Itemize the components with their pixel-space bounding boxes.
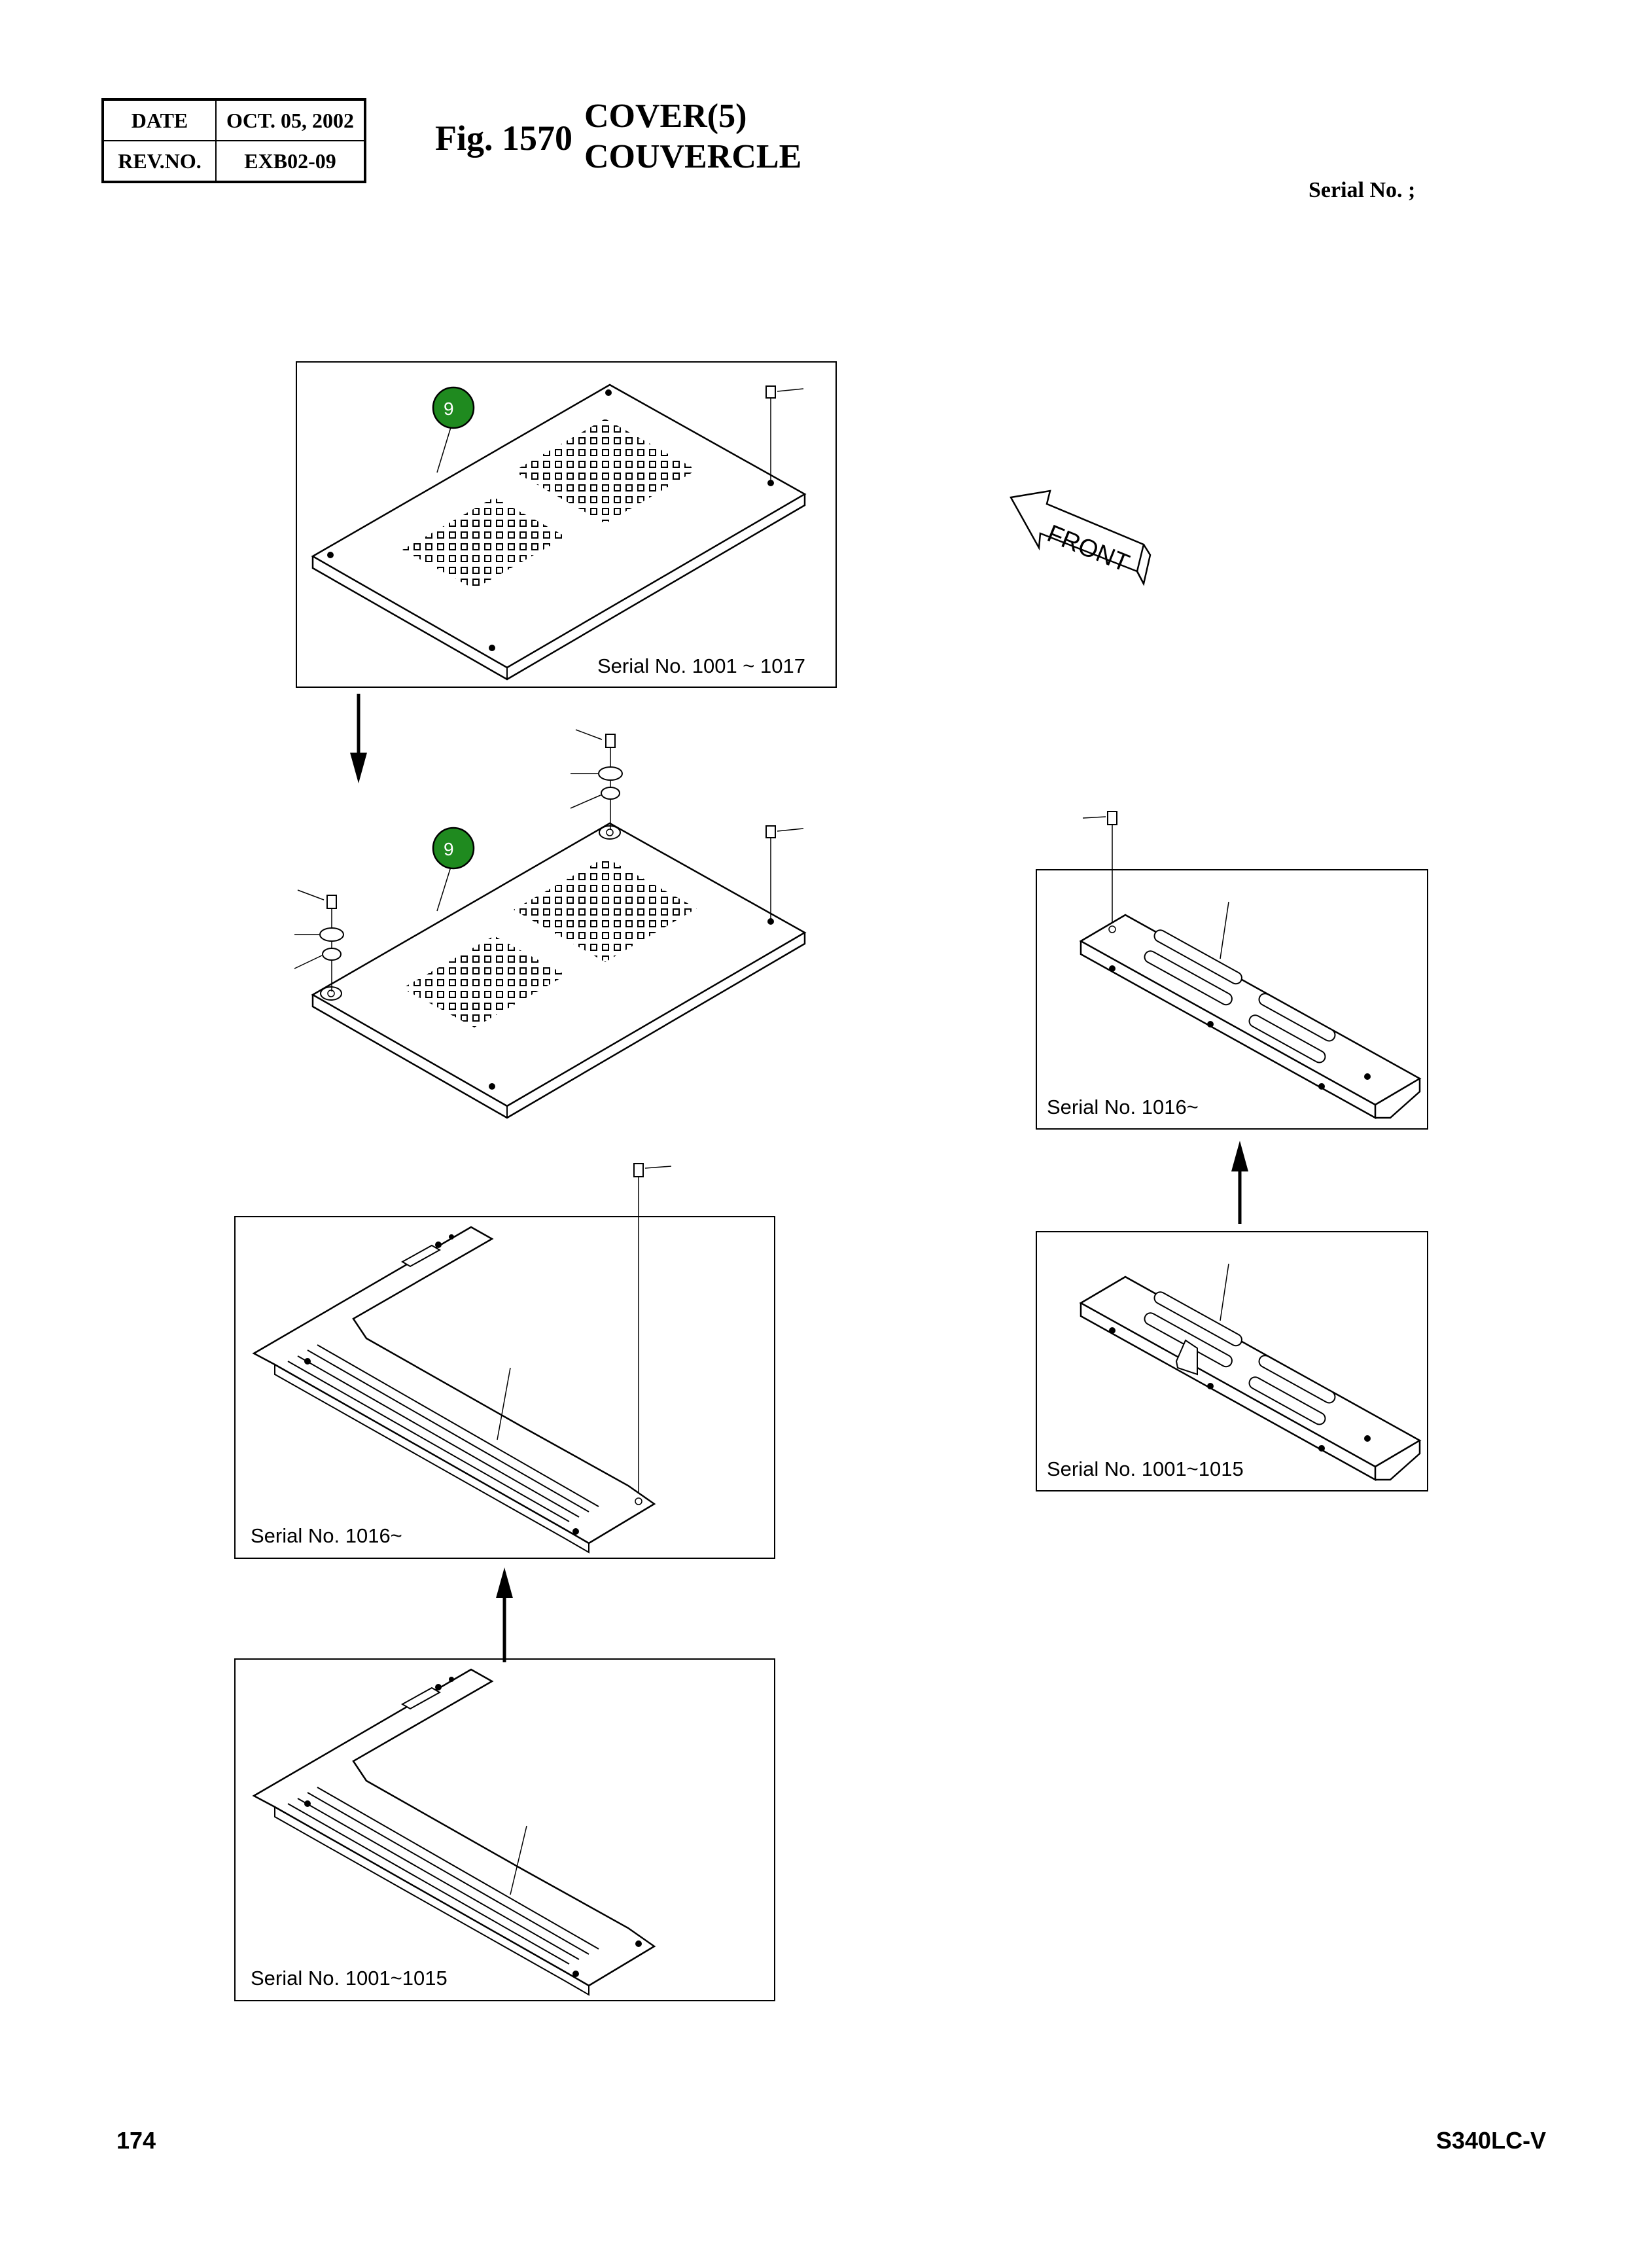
arrow-up-left [496, 1567, 513, 1662]
panel-caption: Serial No. 1001 ~ 1017 [597, 654, 805, 677]
vent-grid-right [514, 419, 697, 524]
bolt-middle-right [765, 825, 804, 921]
panel-caption: Serial No. 1016~ [1047, 1096, 1199, 1118]
panel-caption: Serial No. 1016~ [251, 1524, 402, 1547]
support-frame [252, 1668, 656, 1996]
bracket [1175, 1339, 1198, 1376]
panel-caption: Serial No. 1001~1015 [1047, 1457, 1244, 1480]
figure-title-english: COVER(5) [584, 98, 747, 135]
date-label: DATE [102, 99, 217, 141]
bolt-washer-stack-left [294, 889, 344, 991]
panel-frame [234, 1658, 775, 2001]
cover-plate-current [311, 822, 807, 1119]
rev-value: EXB02-09 [215, 140, 366, 183]
page-number: 174 [116, 2127, 156, 2154]
panel-caption: Serial No. 1001~1015 [251, 1967, 448, 1990]
bolt-top-right [765, 385, 804, 483]
duct-cover [1079, 1276, 1422, 1482]
support-frame [252, 1226, 656, 1554]
bolt-above-frame [633, 1163, 672, 1499]
cover-plate [311, 384, 807, 681]
panel-duct-early: Serial No. 1001~1015 [1036, 1231, 1428, 1491]
callout-number: 9 [444, 399, 454, 419]
panel-frame [1036, 869, 1428, 1130]
vent-grid-right [514, 857, 697, 962]
serial-number-header: Serial No. ; [1309, 178, 1416, 202]
date-row: DATE OCT. 05, 2002 [102, 99, 366, 141]
figure-title-french: COUVERCLE [584, 138, 802, 175]
panel-frame [296, 361, 837, 688]
panel-duct-current: Serial No. 1016~ [1036, 869, 1428, 1130]
callout-9-middle: 9 [432, 827, 475, 870]
duct-cover [1079, 914, 1422, 1120]
panel-frame-current: Serial No. 1016~ [234, 1216, 775, 1559]
panel-cover-early: 9 Serial No. 1001 ~ 1017 [296, 361, 837, 688]
callout-9-top: 9 [432, 386, 475, 429]
model-code: S340LC-V [1436, 2127, 1547, 2154]
callout-number: 9 [444, 839, 454, 859]
rev-row: REV.NO. EXB02-09 [102, 140, 366, 183]
front-direction-arrow: FRONT [1010, 490, 1151, 586]
date-value: OCT. 05, 2002 [215, 99, 366, 141]
revision-table: DATE OCT. 05, 2002 REV.NO. EXB02-09 [101, 98, 366, 183]
bolt-washer-stack-top [570, 729, 623, 830]
panel-frame-early: Serial No. 1001~1015 [234, 1658, 775, 2001]
arrow-up-right [1231, 1141, 1248, 1224]
panel-frame [1036, 1231, 1428, 1491]
vent-grid-left [402, 936, 566, 1027]
vent-grid-left [402, 497, 566, 589]
rev-label: REV.NO. [102, 140, 217, 183]
arrow-down [350, 694, 367, 783]
bolt-above-duct [1082, 811, 1117, 929]
panel-frame [234, 1216, 775, 1559]
figure-number: Fig. 1570 [435, 118, 572, 158]
